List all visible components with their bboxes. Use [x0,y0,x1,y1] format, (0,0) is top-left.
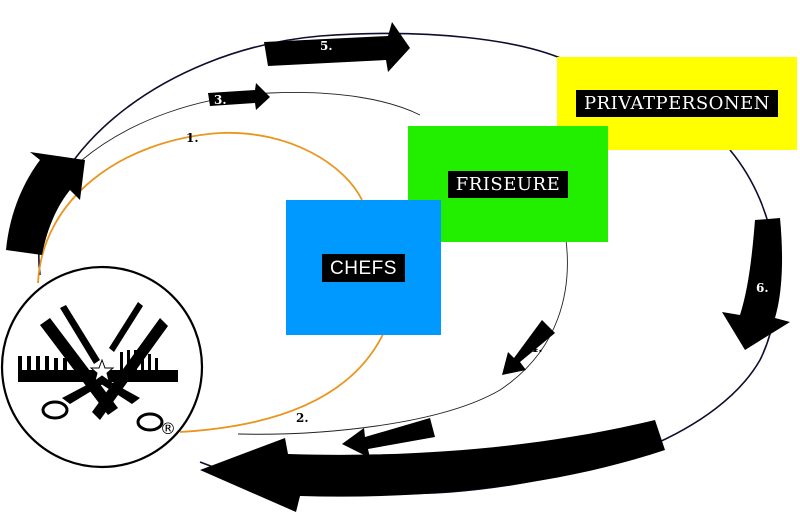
arrow-bottom-large [200,420,665,512]
friseure-box: FRISEURE [408,126,608,242]
step-label-5: 5. [320,39,333,53]
step-label-1: 1. [186,131,199,145]
chefs-label: CHEFS [322,253,405,282]
arrow-step-5 [264,22,410,72]
arrow-left-up [6,152,85,255]
step-label-6: 6. [756,281,769,295]
orange-loop-path [37,132,386,433]
logo: ® [0,265,204,469]
step-label-2: 2. [296,411,309,425]
arrow-step-2 [342,418,435,458]
registered-mark: ® [160,419,176,438]
star-icon [89,358,115,383]
step-label-3: 3. [214,93,227,107]
chefs-box: CHEFS [286,200,441,335]
arrow-step-6 [722,218,790,350]
friseure-label: FRISEURE [447,170,569,198]
middle-loop-path [81,92,568,435]
arrow-step-3 [208,83,270,110]
scissors-icon [41,378,164,432]
privatpersonen-label: PRIVATPERSONEN [575,90,779,117]
step-label-4: 4. [530,341,543,355]
razor-icon [40,302,168,420]
arrow-step-4 [502,320,555,375]
